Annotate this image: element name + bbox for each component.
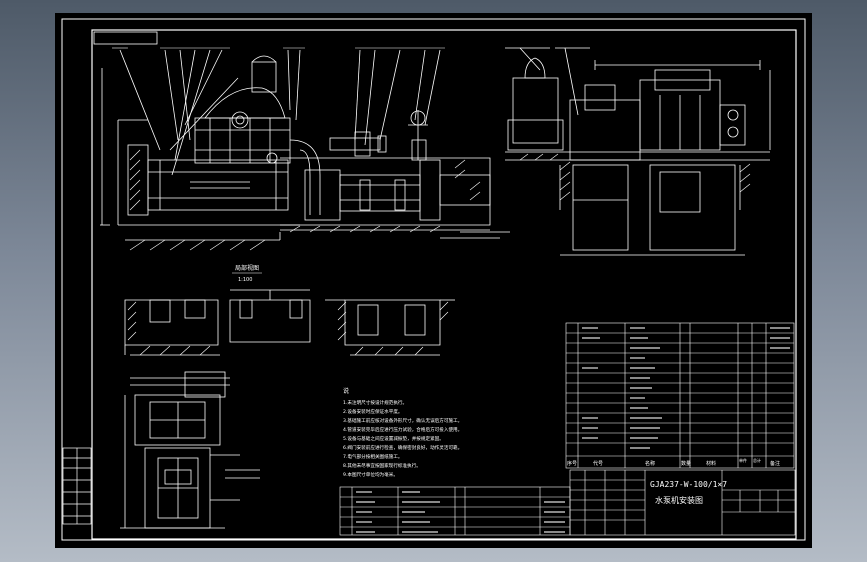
- note-6: 6.阀门安装前应进行检查，确保密封良好，动作灵活可靠。: [343, 444, 462, 451]
- lower-parts-table: [339, 486, 571, 536]
- section-scale: 1:100: [238, 277, 252, 283]
- bom-table: [565, 322, 795, 469]
- note-7: 7.电气部分按相关图纸施工。: [343, 453, 403, 460]
- drawing-model-number: GJA237-W-100/1×7: [650, 480, 727, 489]
- note-2: 2.设备安装时应保证水平度。: [343, 408, 403, 415]
- bom-header-remark: 备注: [770, 460, 780, 467]
- main-elevation-view: [100, 47, 510, 251]
- foundation-sections: [124, 289, 455, 356]
- note-1: 1.未注明尺寸按设计规范执行。: [343, 399, 407, 406]
- note-9: 9.本图尺寸单位均为毫米。: [343, 471, 398, 478]
- bom-header-qty: 数量: [681, 460, 691, 467]
- outer-frame: [61, 18, 806, 541]
- plan-view: [120, 371, 260, 529]
- bom-header-material: 材料: [706, 460, 716, 467]
- note-8: 8.其他未尽事宜按国家现行标准执行。: [343, 462, 421, 469]
- bom-header-total: 总计: [753, 457, 761, 463]
- section-label: 局部视图: [235, 264, 259, 272]
- note-3: 3.基础施工前应核对设备外形尺寸，确认无误后方可施工。: [343, 417, 462, 424]
- bom-header-code: 代号: [593, 460, 603, 467]
- bom-header-unit: 单件: [739, 457, 747, 463]
- corner-box: [93, 31, 158, 45]
- drawing-sheet: [55, 13, 812, 548]
- bom-header-row: 序号 代号 名称 数量 材料 单件 总计 备注: [567, 457, 780, 467]
- title-block: [569, 469, 796, 536]
- technical-notes: 1.未注明尺寸按设计规范执行。 2.设备安装时应保证水平度。 3.基础施工前应核…: [343, 399, 462, 478]
- drawing-title: 水泵机安装图: [655, 495, 703, 505]
- note-5: 5.设备与基础之间应设置减振垫，并按规定紧固。: [343, 435, 444, 442]
- notes-marker: 说: [343, 387, 349, 395]
- side-elevation-view: [505, 47, 771, 256]
- note-4: 4.管道安装完毕后应进行压力试验，合格后方可投入使用。: [343, 426, 462, 433]
- inner-frame: [91, 29, 797, 540]
- bom-header-name: 名称: [645, 460, 655, 467]
- left-side-block: [62, 447, 92, 525]
- bom-header-no: 序号: [567, 460, 577, 467]
